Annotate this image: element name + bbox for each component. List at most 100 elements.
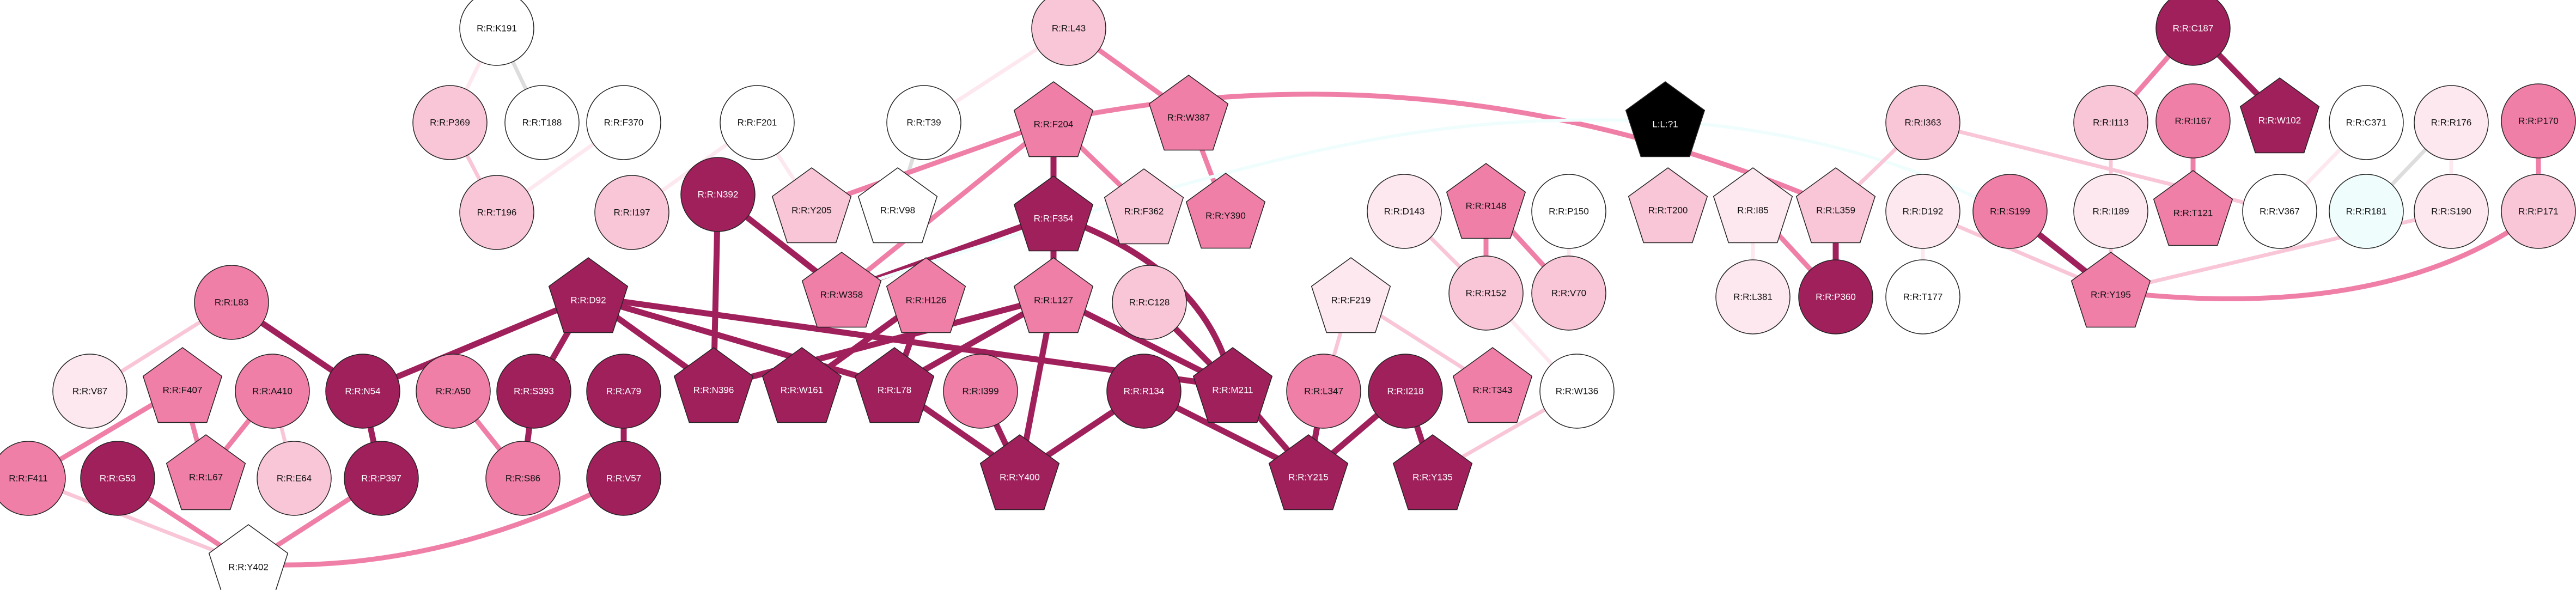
node-n392[interactable]: R:R:N392 xyxy=(680,157,756,232)
node-l381[interactable]: R:R:L381 xyxy=(1715,259,1791,334)
circle-node-shape xyxy=(344,441,419,516)
node-t188[interactable]: R:R:T188 xyxy=(504,85,580,160)
node-t200[interactable]: R:R:T200 xyxy=(1628,167,1708,244)
node-y402[interactable]: R:R:Y402 xyxy=(208,524,289,590)
node-a79[interactable]: R:R:A79 xyxy=(586,354,661,429)
node-l347[interactable]: R:R:L347 xyxy=(1286,354,1361,429)
circle-node-shape xyxy=(416,354,491,429)
node-label: R:R:F362 xyxy=(1124,206,1164,217)
circle-node-shape xyxy=(1031,0,1106,66)
node-i85[interactable]: R:R:I85 xyxy=(1713,167,1793,244)
circle-node-shape xyxy=(504,85,580,160)
node-y195[interactable]: R:R:Y195 xyxy=(2070,252,2151,328)
node-p360[interactable]: R:R:P360 xyxy=(1798,259,1873,334)
node-r134[interactable]: R:R:R134 xyxy=(1106,354,1182,429)
node-s393[interactable]: R:R:S393 xyxy=(496,354,571,429)
node-f219[interactable]: R:R:F219 xyxy=(1311,257,1391,333)
node-label: R:R:L67 xyxy=(189,472,223,483)
node-lig[interactable]: L:L:?1 xyxy=(1625,81,1706,157)
node-n54[interactable]: R:R:N54 xyxy=(325,354,400,429)
node-g53[interactable]: R:R:G53 xyxy=(80,441,155,516)
node-f411[interactable]: R:R:F411 xyxy=(0,441,66,516)
node-i167[interactable]: R:R:I167 xyxy=(2155,83,2231,159)
node-label: R:R:L127 xyxy=(1034,295,1073,306)
node-s190[interactable]: R:R:S190 xyxy=(2414,174,2489,249)
node-a410[interactable]: R:R:A410 xyxy=(235,354,310,429)
node-f204[interactable]: R:R:F204 xyxy=(1013,81,1094,157)
node-r181[interactable]: R:R:R181 xyxy=(2329,174,2404,249)
node-w358[interactable]: R:R:W358 xyxy=(801,252,882,328)
node-k191[interactable]: R:R:K191 xyxy=(459,0,534,66)
node-s199[interactable]: R:R:S199 xyxy=(1972,174,2048,249)
node-l78[interactable]: R:R:L78 xyxy=(854,347,935,423)
circle-node-shape xyxy=(325,354,400,429)
node-t343[interactable]: R:R:T343 xyxy=(1452,347,1533,423)
node-t196[interactable]: R:R:T196 xyxy=(459,175,534,250)
node-m211[interactable]: R:R:M211 xyxy=(1192,347,1273,423)
node-i189[interactable]: R:R:I189 xyxy=(2073,174,2148,249)
node-p170[interactable]: R:R:P170 xyxy=(2501,83,2576,159)
node-f201[interactable]: R:R:F201 xyxy=(720,85,795,160)
node-v70[interactable]: R:R:V70 xyxy=(1531,256,1606,331)
node-t121[interactable]: R:R:T121 xyxy=(2153,170,2233,246)
node-h126[interactable]: R:R:H126 xyxy=(886,257,966,333)
node-l43[interactable]: R:R:L43 xyxy=(1031,0,1106,66)
node-i113[interactable]: R:R:I113 xyxy=(2073,85,2148,160)
node-l127[interactable]: R:R:L127 xyxy=(1013,257,1094,333)
node-d192[interactable]: R:R:D192 xyxy=(1885,174,1960,249)
node-v367[interactable]: R:R:V367 xyxy=(2242,174,2317,249)
node-p171[interactable]: R:R:P171 xyxy=(2501,174,2576,249)
node-label: R:R:Y400 xyxy=(1000,472,1040,483)
node-i197[interactable]: R:R:I197 xyxy=(594,175,669,250)
node-d92[interactable]: R:R:D92 xyxy=(548,257,629,333)
node-label: R:R:S190 xyxy=(2431,206,2471,217)
pentagon-node-shape xyxy=(801,252,882,328)
node-i399[interactable]: R:R:I399 xyxy=(943,354,1018,429)
node-a50[interactable]: R:R:A50 xyxy=(416,354,491,429)
node-p397[interactable]: R:R:P397 xyxy=(344,441,419,516)
node-label: R:R:D192 xyxy=(1903,206,1944,217)
node-r152[interactable]: R:R:R152 xyxy=(1448,256,1524,331)
node-label: R:R:E64 xyxy=(277,473,312,484)
node-r148[interactable]: R:R:R148 xyxy=(1446,163,1526,239)
node-label: R:R:N54 xyxy=(345,386,380,397)
node-p150[interactable]: R:R:P150 xyxy=(1531,174,1606,249)
node-t177[interactable]: R:R:T177 xyxy=(1885,259,1960,334)
node-v57[interactable]: R:R:V57 xyxy=(586,441,661,516)
node-n396[interactable]: R:R:N396 xyxy=(673,347,754,423)
node-v98[interactable]: R:R:V98 xyxy=(857,167,938,244)
node-w136[interactable]: R:R:W136 xyxy=(1539,354,1615,429)
node-c371[interactable]: R:R:C371 xyxy=(2329,85,2404,160)
node-c187[interactable]: R:R:C187 xyxy=(2155,0,2231,66)
node-f362[interactable]: R:R:F362 xyxy=(1104,168,1184,245)
node-f354[interactable]: R:R:F354 xyxy=(1013,175,1094,252)
node-f370[interactable]: R:R:F370 xyxy=(586,85,661,160)
node-v87[interactable]: R:R:V87 xyxy=(52,354,127,429)
node-y390[interactable]: R:R:Y390 xyxy=(1185,173,1266,249)
node-w387[interactable]: R:R:W387 xyxy=(1148,75,1229,151)
circle-node-shape xyxy=(496,354,571,429)
node-l67[interactable]: R:R:L67 xyxy=(166,434,246,510)
node-y205[interactable]: R:R:Y205 xyxy=(771,167,852,244)
node-t39[interactable]: R:R:T39 xyxy=(886,85,961,160)
node-y400[interactable]: R:R:Y400 xyxy=(979,434,1060,510)
node-d143[interactable]: R:R:D143 xyxy=(1367,174,1442,249)
circle-node-shape xyxy=(2073,85,2148,160)
node-i218[interactable]: R:R:I218 xyxy=(1368,354,1443,429)
node-y135[interactable]: R:R:Y135 xyxy=(1392,434,1473,510)
node-w161[interactable]: R:R:W161 xyxy=(762,347,842,423)
node-i363[interactable]: R:R:I363 xyxy=(1885,85,1960,160)
node-w102[interactable]: R:R:W102 xyxy=(2239,77,2320,154)
node-c128[interactable]: R:R:C128 xyxy=(1112,265,1187,340)
node-e64[interactable]: R:R:E64 xyxy=(257,441,332,516)
node-s86[interactable]: R:R:S86 xyxy=(485,441,561,516)
node-f407[interactable]: R:R:F407 xyxy=(142,347,223,423)
node-label: R:R:P360 xyxy=(1816,292,1856,302)
node-l359[interactable]: R:R:L359 xyxy=(1795,167,1876,244)
node-y215[interactable]: R:R:Y215 xyxy=(1268,434,1349,510)
node-label: R:R:W358 xyxy=(820,290,863,300)
node-l83[interactable]: R:R:L83 xyxy=(194,265,269,340)
node-r176[interactable]: R:R:R176 xyxy=(2414,85,2489,160)
node-p369[interactable]: R:R:P369 xyxy=(412,85,488,160)
